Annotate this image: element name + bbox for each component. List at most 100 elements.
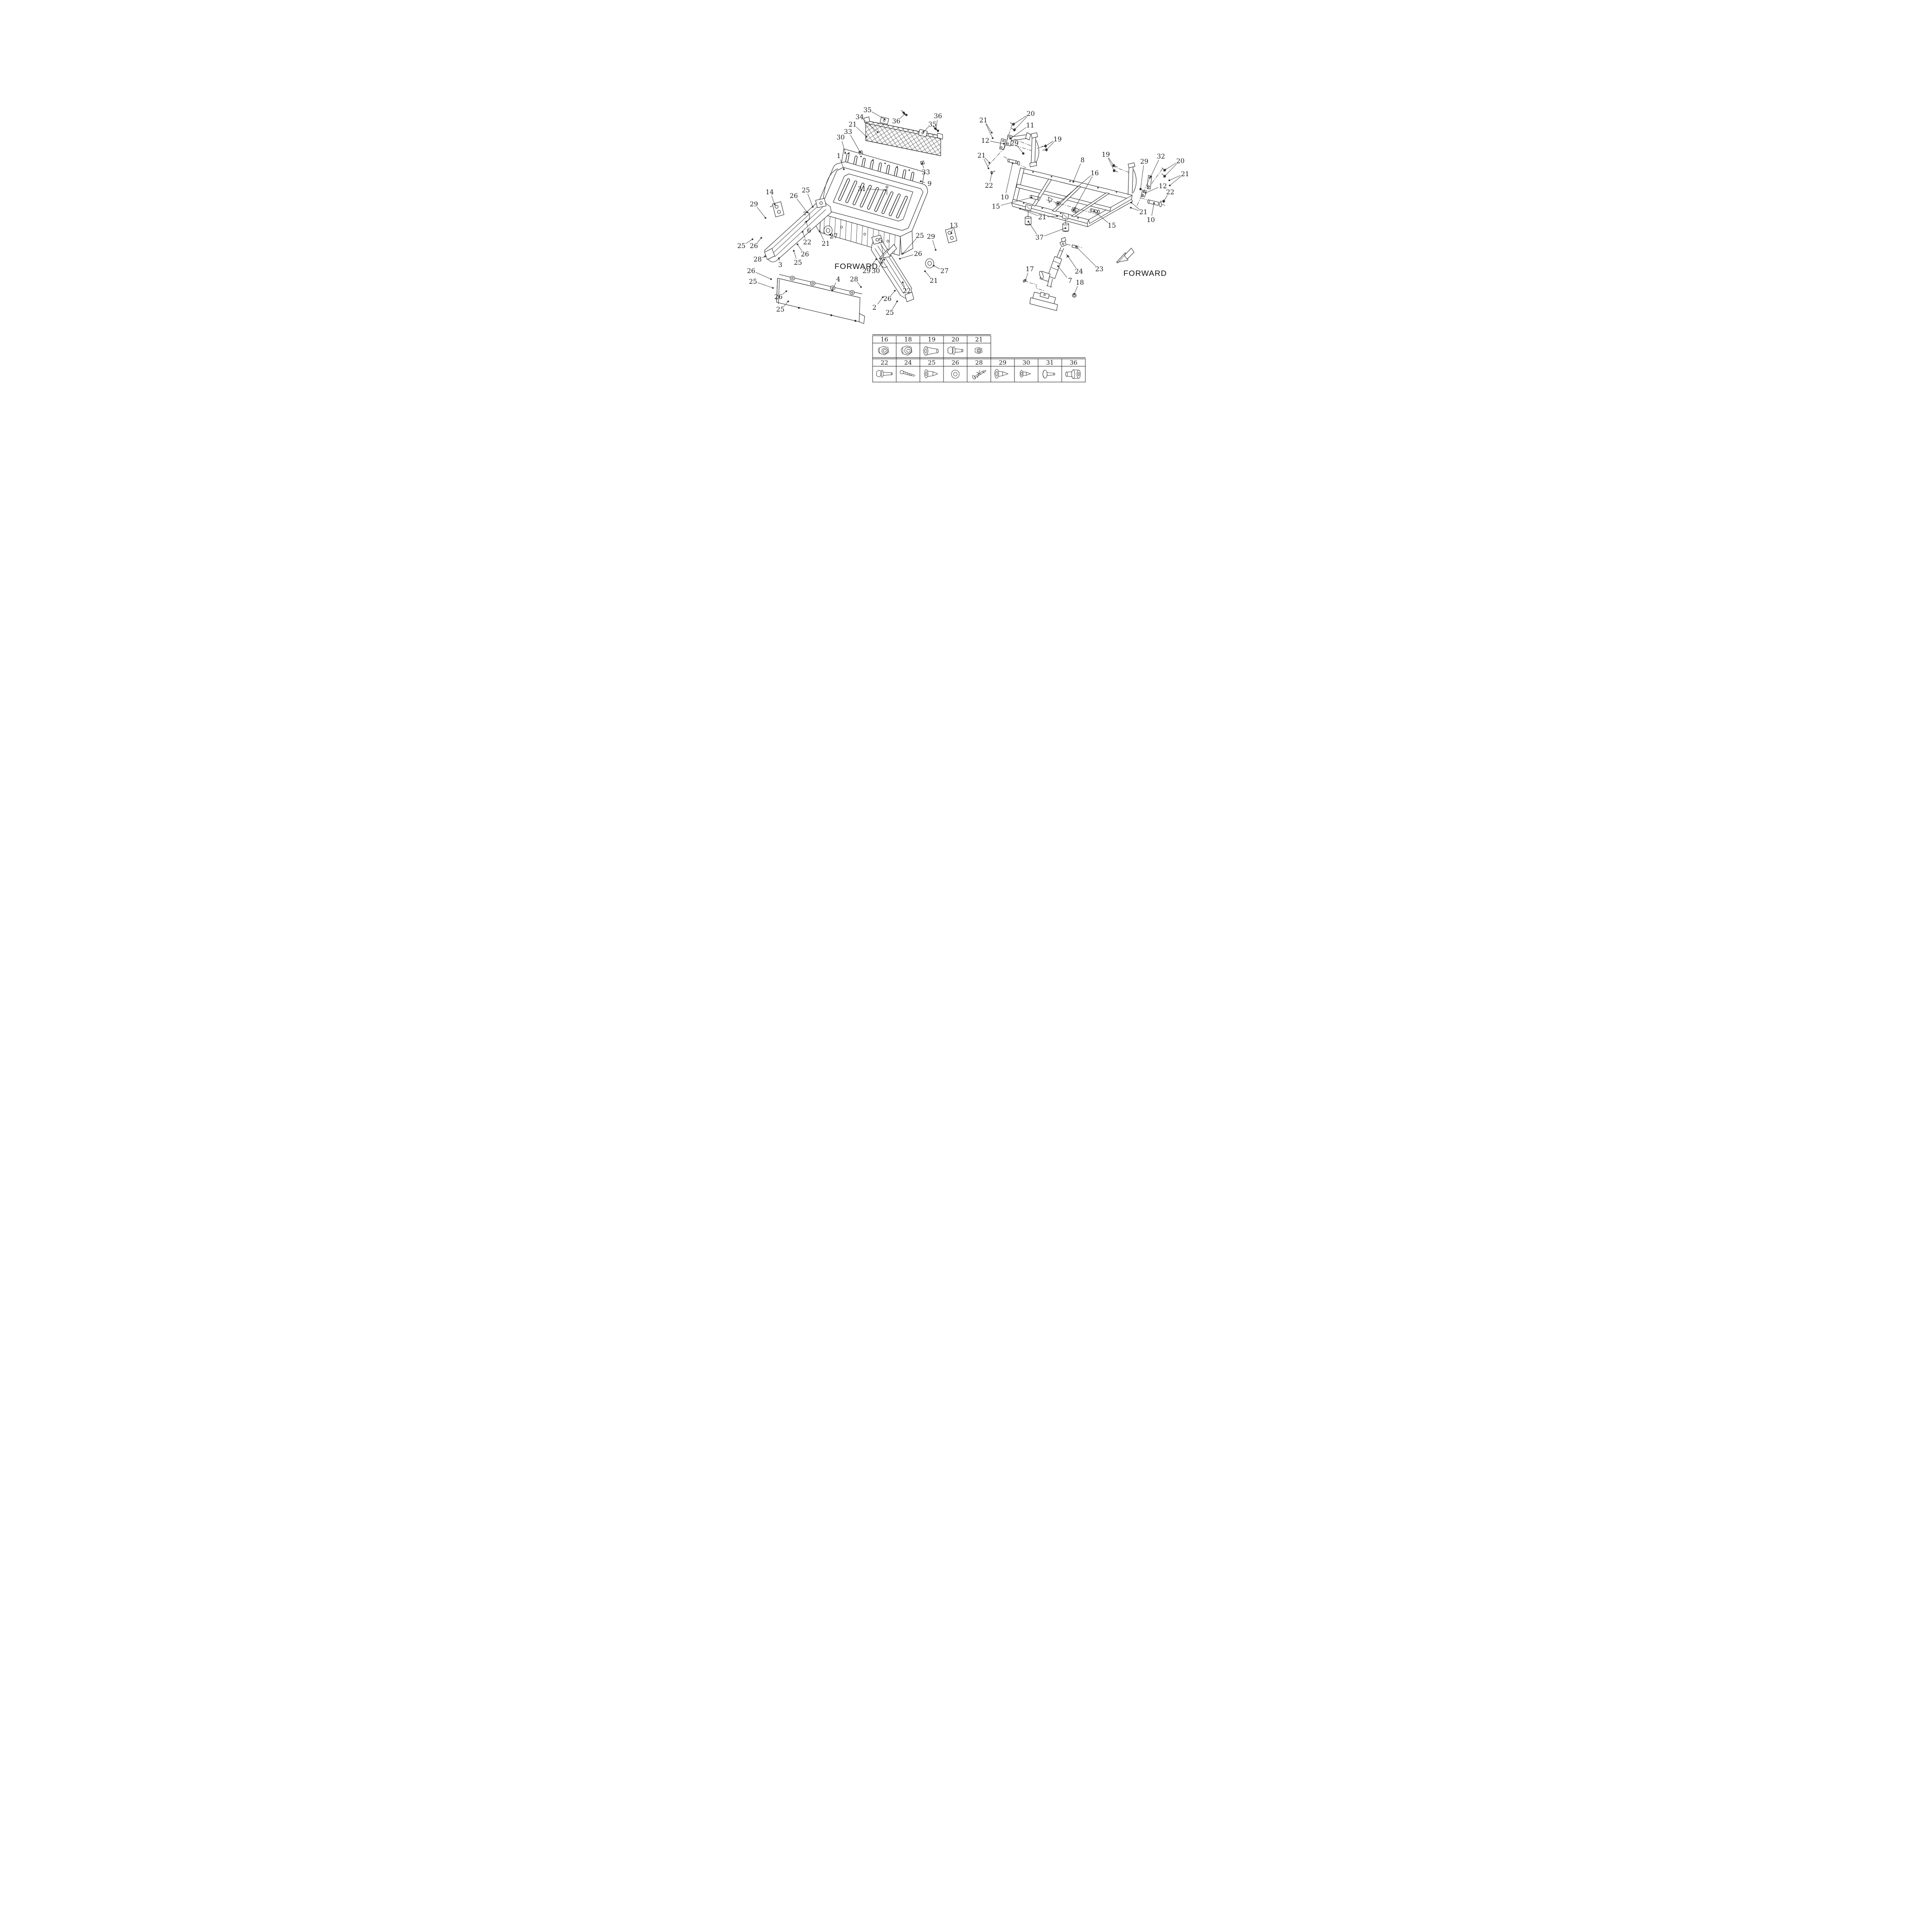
callout-label: 17 (1026, 266, 1034, 273)
callout-label: 31 (858, 185, 866, 193)
cargo-box-front-wall-end (900, 230, 913, 255)
leader-line (1145, 187, 1158, 193)
panel-line (880, 243, 909, 289)
leader-dot (1129, 207, 1132, 209)
leader-line (1108, 158, 1114, 171)
clevis-pin (1062, 242, 1064, 245)
callout-label: 3 (778, 261, 782, 269)
leader-dot (901, 253, 904, 255)
leader-dot (922, 131, 925, 133)
callout-label: 22 (903, 287, 911, 295)
table-icon-cell (896, 366, 920, 383)
bolt-glyph-flange (1023, 279, 1025, 283)
callout-label: 29 (927, 233, 935, 241)
table-part-number: 21 (975, 337, 983, 344)
leader-dot (787, 300, 789, 302)
frame-rail-top (1019, 167, 1132, 200)
leader-dot (764, 217, 766, 219)
mesh-screen-top-rail (865, 123, 941, 139)
callout-label: 29 (1010, 140, 1019, 147)
leader-line (797, 198, 807, 213)
pin-end (1015, 160, 1018, 164)
callout-label: 26 (750, 242, 758, 250)
tailgate-left-edge (776, 278, 778, 303)
leader-line (1131, 202, 1140, 210)
leader-dot (1012, 123, 1014, 125)
leader-line (807, 193, 813, 207)
frame-cross-member (1052, 185, 1081, 212)
leader-dot (860, 286, 862, 288)
hook-6 (803, 211, 810, 223)
leader-line (1058, 266, 1067, 278)
post-left-foot (1029, 161, 1037, 167)
leader-dot (1030, 197, 1033, 198)
callout-label: 5 (878, 237, 882, 245)
callout-label: 33 (922, 169, 930, 176)
leader-dot (893, 290, 896, 292)
table-part-number: 20 (951, 337, 959, 344)
construction-line (1004, 124, 1012, 148)
panel-slot-core (867, 187, 878, 209)
forward-label-left: FORWARD (835, 262, 878, 271)
leader-dot (1168, 179, 1170, 181)
tailgate-return (859, 313, 865, 324)
leader-line (757, 207, 765, 218)
leader-line (1074, 286, 1078, 294)
hook-6-hole (803, 213, 806, 216)
leader-line (1073, 176, 1092, 210)
callout-label: 25 (794, 259, 802, 267)
base-screw (1043, 293, 1046, 296)
callout-label: 12 (1159, 183, 1167, 190)
leader-dot (1072, 181, 1074, 183)
tailgate-cap-hole (791, 277, 793, 280)
leader-line (1047, 216, 1057, 217)
callout-label: 27 (829, 233, 838, 240)
wall-rib (888, 233, 890, 253)
callout-label: 21 (979, 117, 988, 124)
pin-23 (1071, 244, 1078, 249)
leader-line (1017, 146, 1023, 154)
leader-dot (792, 250, 795, 252)
actuator-base-bar (1029, 297, 1058, 311)
construction-line (1046, 199, 1098, 215)
liner-hole (884, 162, 886, 164)
leader-line (856, 127, 867, 137)
table-part-number: 26 (951, 360, 959, 367)
post-right-cap (1128, 162, 1135, 168)
leader-line (890, 290, 895, 296)
actuator-rod (1056, 247, 1061, 258)
leader-dot (934, 249, 937, 251)
screw-36-tail (932, 126, 935, 129)
leader-line (923, 127, 929, 132)
pin-10 (1148, 199, 1159, 206)
leader-line (989, 141, 1004, 144)
leader-line (745, 239, 752, 244)
leader-dot (760, 237, 762, 239)
callout-label: 10 (1001, 194, 1009, 201)
leader-dot (764, 255, 766, 257)
leader-line (1140, 165, 1144, 190)
actuator-band (1051, 267, 1058, 271)
tailgate-cap-hole (851, 291, 853, 294)
wall-hole (886, 240, 889, 242)
liner-hole (908, 169, 910, 171)
leader-dot (883, 259, 885, 261)
panel-slot-core (874, 190, 886, 211)
callout-label: 20 (1027, 110, 1035, 118)
forward-arrow-left-shaft (886, 244, 897, 256)
cargo-box-assembly (764, 110, 957, 324)
panel-slot-core (838, 179, 849, 200)
leader-dot (1130, 202, 1132, 204)
callout-label: 36 (892, 118, 900, 125)
leader-line (892, 301, 897, 309)
actuator-rod (1059, 248, 1064, 259)
actuator-pin-cap (1061, 237, 1066, 242)
bumper-bottom (1062, 230, 1069, 232)
bracket-hole (819, 201, 823, 205)
callout-label: 35 (863, 107, 872, 114)
leader-line (871, 111, 885, 120)
table-icon-cell (943, 366, 967, 383)
leader-dot (1044, 145, 1046, 147)
